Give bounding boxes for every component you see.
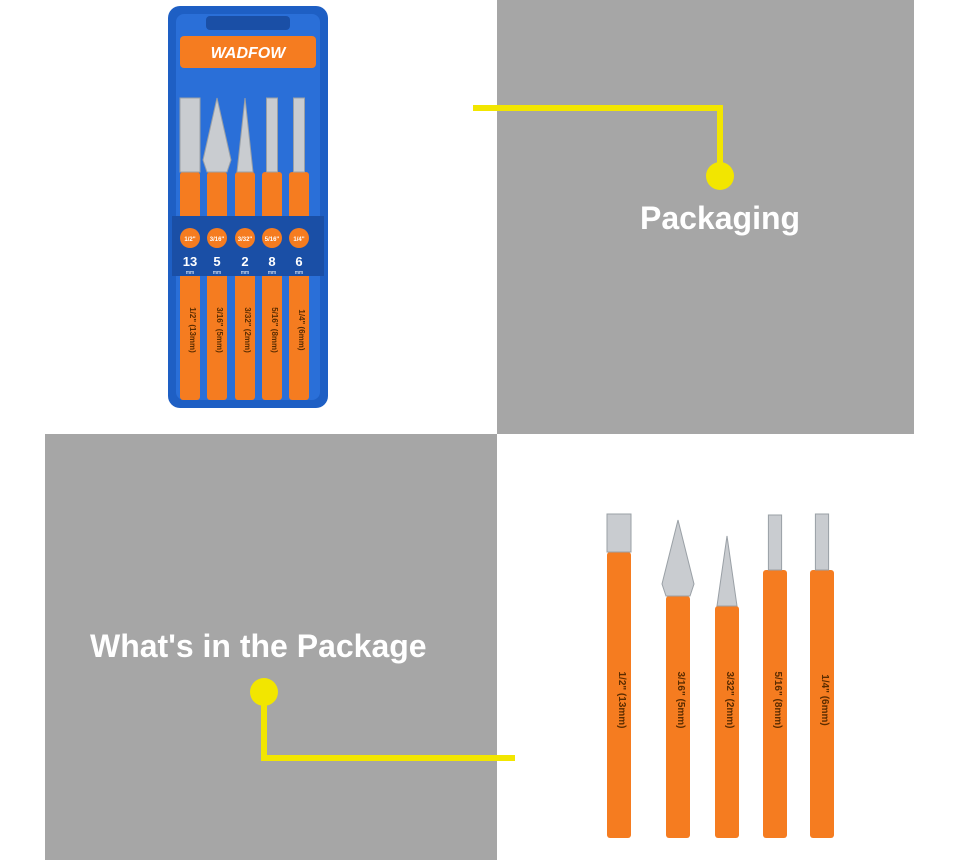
case-tool-2-marking: 3/16" (5mm) [215,307,224,353]
case-tool-4-tip [266,97,278,173]
size-unit-4: mm [268,270,276,276]
brand-banner [180,36,316,68]
size-number-3: 2 [241,254,248,269]
tool-2-body [666,596,690,838]
size-fraction-1: 1/2" [184,237,195,243]
tool-3-body [715,606,739,838]
tool-3-marking: 3/32" (2mm) [724,672,735,729]
case-tool-2-tip [202,97,232,173]
size-fraction-3: 3/32" [238,237,253,243]
tool-4-body [763,570,787,838]
case-tool-3-marking: 3/32" (2mm) [243,307,252,353]
packaging-caption: Packaging [640,200,801,236]
size-fraction-5: 1/4" [293,237,304,243]
tool-1-marking: 1/2" (13mm) [616,672,627,729]
packaging-connector-dot [706,162,734,190]
case-tool-3-tip [236,97,254,173]
size-unit-1: mm [186,270,194,276]
center-punch-3: 3/32" (2mm) [715,535,739,838]
case-tool-5-marking: 1/4" (6mm) [297,309,306,350]
case-tool-4-marking: 5/16" (8mm) [270,307,279,353]
flat-chisel-1: 1/2" (13mm) [606,513,632,838]
case-tool-1-tip [179,97,201,173]
size-badge-4 [262,228,282,248]
case-tool-1-marking: 1/2" (13mm) [188,307,197,353]
tool-5-marking: 1/4" (6mm) [819,674,830,725]
size-badge-5 [289,228,309,248]
size-badge-1 [180,228,200,248]
contents-caption: What's in the Package [90,628,427,664]
tool-1-tip [606,513,632,553]
packaging-panel [497,0,914,434]
pin-punch-5: 1/4" (6mm) [810,513,834,838]
size-number-1: 13 [183,254,197,269]
size-badge-3 [235,228,255,248]
brand-logo: WADFOW [211,45,288,62]
size-number-2: 5 [213,254,220,269]
case-tool-5-tip [293,97,305,173]
contents-connector-line [261,693,515,761]
tool-5-tip [814,513,830,571]
tool-5-body [810,570,834,838]
pin-punch-4: 5/16" (8mm) [763,514,787,838]
case-hanger [206,16,290,30]
size-unit-2: mm [213,270,221,276]
tool-2-marking: 3/16" (5mm) [675,672,686,729]
size-number-4: 8 [268,254,275,269]
tool-1-body [607,552,631,838]
case-tool-4: 5/16" (8mm) [262,97,282,400]
size-fraction-4: 5/16" [265,237,280,243]
size-unit-3: mm [241,270,249,276]
tool-4-tip [767,514,783,571]
tool-2-tip [661,519,695,597]
size-fraction-2: 3/16" [210,237,225,243]
size-unit-5: mm [295,270,303,276]
cape-chisel-2: 3/16" (5mm) [661,519,695,838]
size-number-5: 6 [295,254,302,269]
tool-3-tip [716,535,738,607]
contents-panel [45,434,497,860]
size-badge-2 [207,228,227,248]
tool-4-marking: 5/16" (8mm) [772,672,783,729]
contents-connector-dot [250,678,278,706]
packaging-connector-line [473,105,723,175]
